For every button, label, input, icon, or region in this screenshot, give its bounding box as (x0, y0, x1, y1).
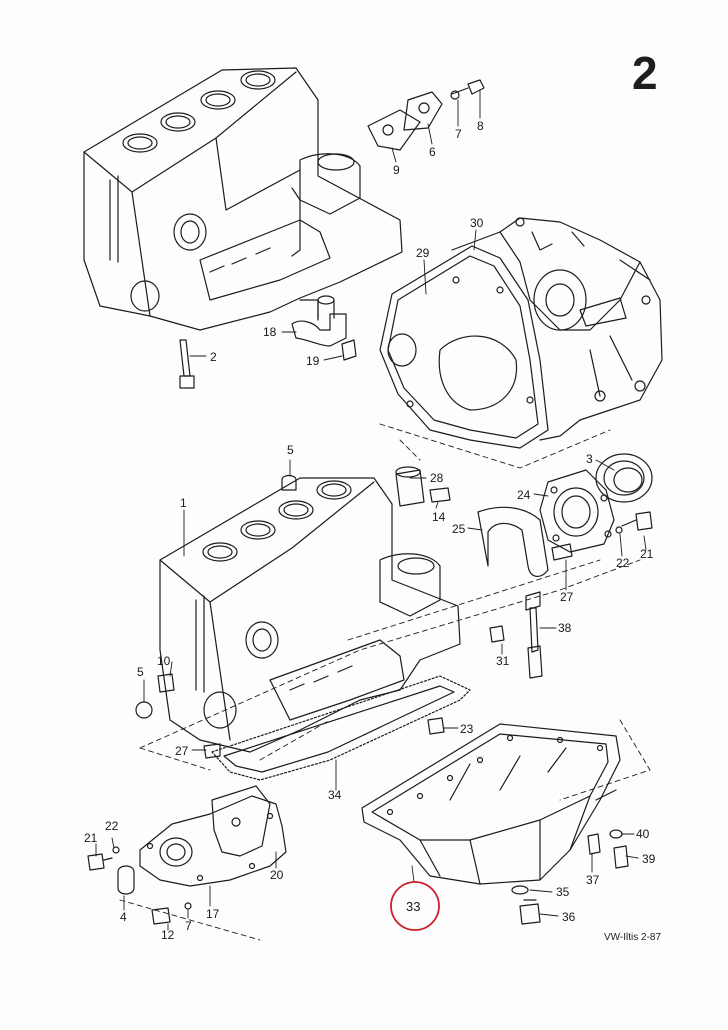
callout-label: 5 (137, 665, 144, 679)
gearbox-housing-drawing (451, 217, 663, 441)
engine-block-lower-drawing (159, 477, 461, 753)
callout-label: 7 (185, 919, 192, 933)
bush-and-dowel-lower-drawing (203, 717, 445, 759)
callout-label: 40 (636, 827, 650, 841)
callout-label: 22 (616, 556, 630, 570)
cover-plate-and-bolt-drawing (367, 79, 485, 151)
callout-label: 3 (586, 452, 593, 466)
callout-leader-lines (95, 89, 647, 931)
callout-label: 27 (560, 590, 574, 604)
callout-label: 10 (157, 654, 171, 668)
engine-block-upper-drawing (83, 67, 403, 331)
sump-gasket-drawing (211, 675, 471, 781)
callout-label: 23 (460, 722, 474, 736)
callout-label-highlighted: 33 (406, 899, 421, 914)
callout-label: 4 (120, 910, 127, 924)
callout-label: 38 (558, 621, 572, 635)
callout-label: 27 (175, 744, 189, 758)
callout-label: 35 (556, 885, 570, 899)
callout-label: 22 (105, 819, 119, 833)
footer-reference: VW-Iltis 2-87 (604, 932, 662, 943)
callout-label: 5 (287, 443, 294, 457)
seal-flange-drawing (539, 469, 615, 553)
callout-label: 28 (430, 471, 444, 485)
callout-label: 1 (180, 496, 187, 510)
callout-label: 9 (393, 163, 400, 177)
callout-label: 14 (432, 510, 446, 524)
callout-label: 19 (306, 354, 320, 368)
callout-label: 24 (517, 488, 531, 502)
page-number: 2 (632, 47, 658, 99)
callout-label: 2 (210, 350, 217, 364)
flange-gasket-drawing (477, 506, 549, 577)
callout-label: 34 (328, 788, 342, 802)
callout-label: 21 (640, 547, 654, 561)
pipe-and-plug-drawing (291, 295, 357, 361)
bolt-washer-right-drawing (615, 511, 653, 534)
dowel-and-bolts-right-drawing (489, 543, 573, 679)
callout-label: 31 (496, 654, 510, 668)
callout-label: 36 (562, 910, 576, 924)
bolt-upper-drawing (179, 339, 195, 389)
drain-plug-and-washers-drawing (511, 829, 629, 925)
callout-label: 30 (470, 216, 484, 230)
assembly-envelope-lines (119, 423, 651, 941)
callout-label: 21 (84, 831, 98, 845)
oil-seal-drawing (595, 453, 653, 503)
callout-label: 8 (477, 119, 484, 133)
callout-label: 39 (642, 852, 656, 866)
callout-label: 29 (416, 246, 430, 260)
callout-label: 20 (270, 868, 284, 882)
highlight-ring-33 (390, 881, 440, 931)
intermediate-plate-drawing (379, 245, 549, 449)
oil-sump-drawing (361, 723, 621, 885)
front-cover-drawing (87, 785, 287, 925)
callout-label: 18 (263, 325, 277, 339)
piston-pin-cap-drawing (281, 466, 451, 507)
callout-label: 37 (586, 873, 600, 887)
callout-label: 25 (452, 522, 466, 536)
callout-label: 6 (429, 145, 436, 159)
callout-label: 17 (206, 907, 220, 921)
callout-label: 12 (161, 928, 175, 942)
callout-label: 7 (455, 127, 462, 141)
